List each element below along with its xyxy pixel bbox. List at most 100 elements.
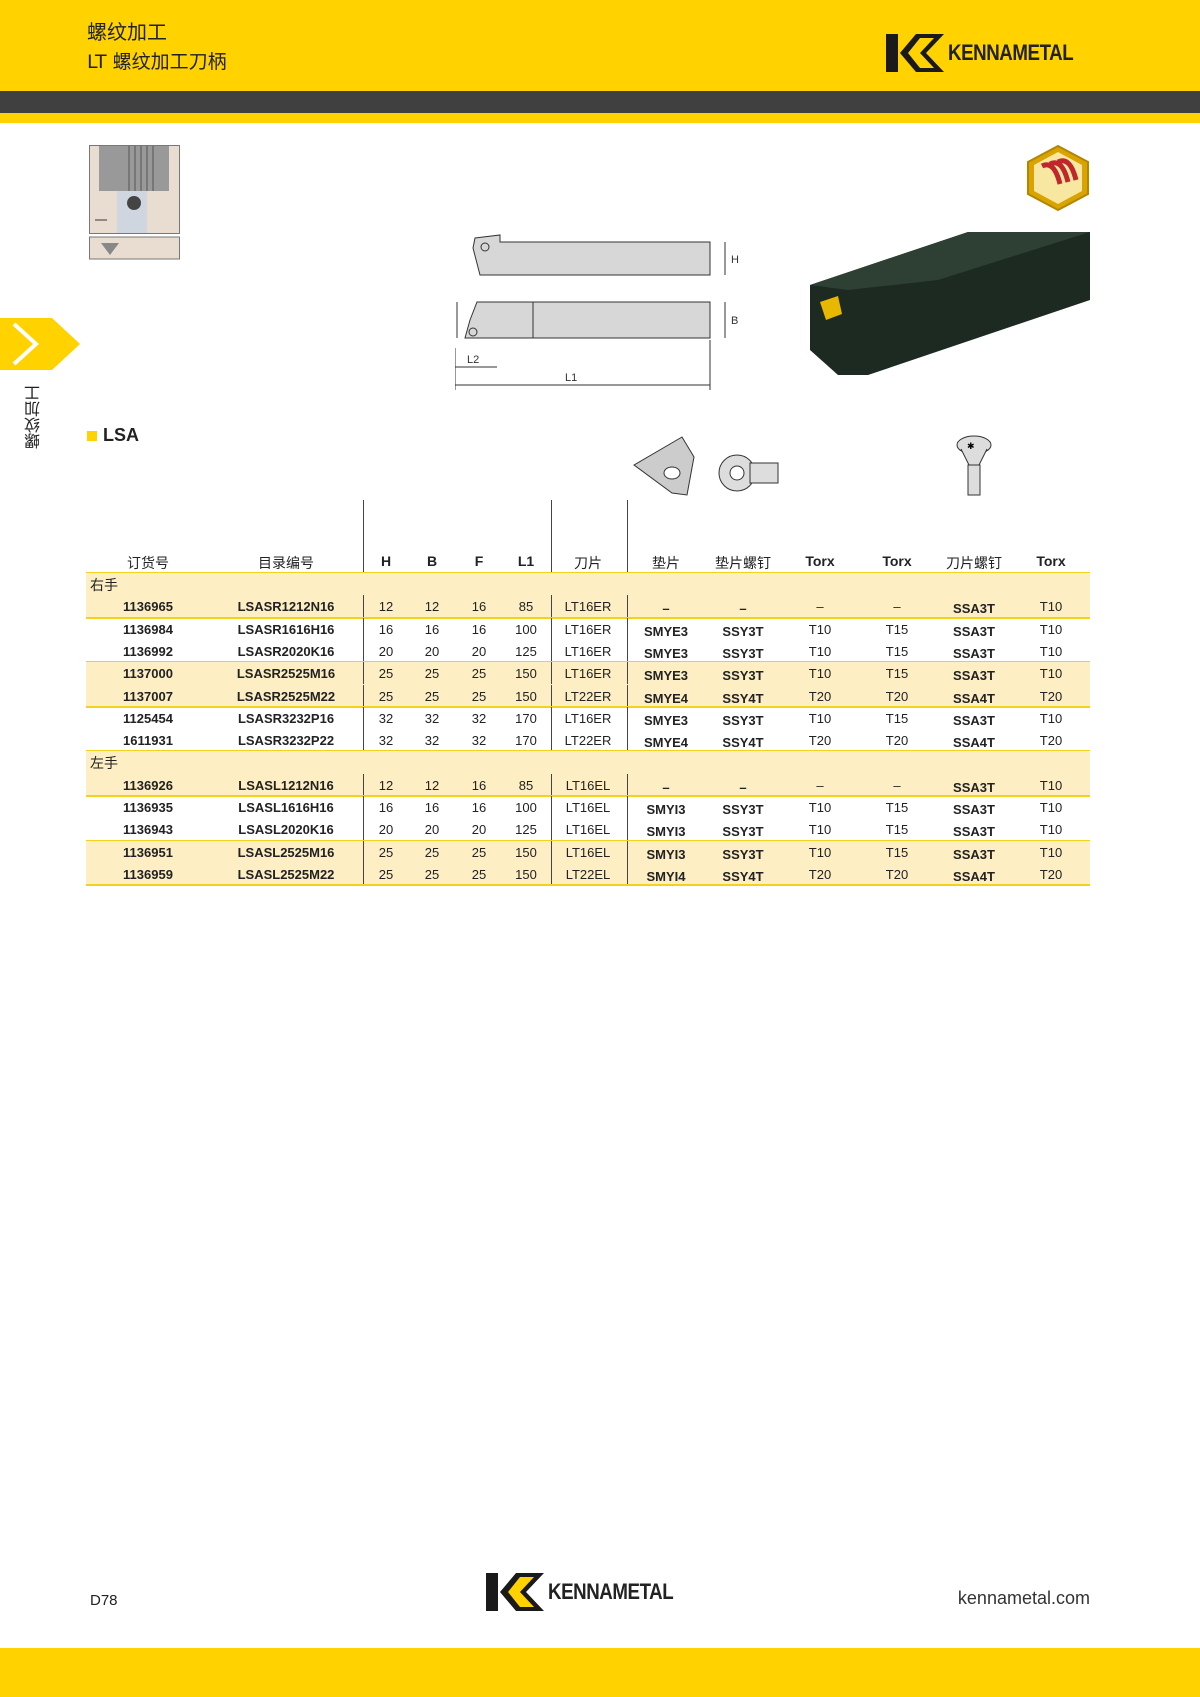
table-cell: T10 [1039,599,1063,615]
table-cell: 12 [424,777,440,793]
table-cell: 25 [424,866,440,882]
table-cell: SSA3T [953,601,995,617]
table-divider [627,617,628,640]
table-cell: 1125454 [123,710,173,726]
table-cell: 150 [515,866,537,882]
table-cell: T10 [808,621,832,637]
table-cell: 20 [471,643,487,659]
table-cell: SSY4T [722,690,764,706]
table-divider [363,706,364,730]
table-cell: 100 [515,800,537,815]
table-cell: T10 [1039,666,1063,682]
table-cell: 85 [518,599,534,615]
table-cell: SSY3T [722,668,764,684]
table-cell: T15 [885,710,909,726]
table-divider [551,729,552,752]
table-cell: SMYE3 [643,645,689,661]
table-cell: 1137007 [123,688,173,704]
table-cell: 25 [378,866,394,882]
table-cell: LSASR3232P22 [237,733,335,749]
table-cell: SSY3T [722,802,764,817]
svg-text:✱: ✱ [967,441,975,451]
side-tab-label: 螺纹加工 [24,385,43,449]
table-cell: SSA3T [953,712,995,728]
dim-l1-label: L1 [565,372,577,384]
table-cell: LT22ER [564,733,612,749]
table-cell: T15 [885,621,909,637]
table-divider [627,818,628,841]
column-header: F [474,553,484,569]
table-cell: SMYI4 [646,868,686,884]
table-divider [363,662,364,685]
table-cell: T20 [808,866,832,882]
table-cell: T15 [885,666,909,682]
table-cell: LSASR2525M16 [236,666,336,682]
table-cell: T10 [1039,822,1063,838]
table-cell: SMYE4 [643,735,689,751]
table-cell: 1136935 [123,800,173,815]
row-separator [86,795,1090,797]
table-divider [363,500,364,572]
table-cell: T10 [808,710,832,726]
table-cell: SSY3T [722,824,764,840]
column-header: Torx [805,553,835,569]
table-cell: LSASR2525M22 [236,688,336,704]
table-cell: SMYI3 [646,846,686,862]
table-cell: SSA3T [953,802,995,817]
table-cell: SSA3T [953,779,995,795]
table-cell: 125 [515,822,537,838]
table-cell: T20 [808,733,832,749]
table-cell: SMYE4 [643,690,689,706]
column-header: H [380,553,392,569]
table-cell: – [816,599,824,615]
table-cell: SSA3T [953,668,995,684]
website-link[interactable]: kennametal.com [957,1588,1090,1608]
page-subtitle: LT 螺纹加工刀柄 [87,51,227,73]
table-cell: T10 [1039,710,1063,726]
table-divider [551,706,552,730]
table-cell: 25 [378,666,394,682]
header-bar [0,0,1200,91]
column-header: L1 [517,553,535,569]
table-cell: LT16EL [565,844,611,860]
table-cell: 32 [378,710,394,726]
table-divider [551,595,552,618]
table-cell: 20 [378,822,394,838]
page-title: 螺纹加工 [87,20,167,44]
table-cell: LSASL2525M22 [237,866,335,882]
table-divider [363,595,364,618]
table-divider [627,500,628,572]
table-cell: 25 [378,688,394,704]
row-separator [86,884,1090,887]
table-cell: 1136943 [123,822,173,838]
insert-screw-icon: ✱ [956,435,992,496]
table-cell: SSA4T [953,735,995,751]
table-divider [363,684,364,707]
table-cell: – [816,777,824,793]
table-cell: LSASL1212N16 [238,777,334,793]
dim-h-label: H [731,254,739,266]
table-cell: T20 [885,866,909,882]
table-cell: 16 [471,777,487,793]
table-cell: 125 [515,643,537,659]
table-divider [627,684,628,707]
table-cell: SSA3T [953,824,995,840]
table-cell: LT16ER [564,710,612,726]
page-number: D78 [90,1592,118,1609]
table-cell: 1611931 [123,733,173,749]
table-divider [363,639,364,663]
column-header: 订货号 [127,555,169,571]
table-cell: SSA3T [953,846,995,862]
